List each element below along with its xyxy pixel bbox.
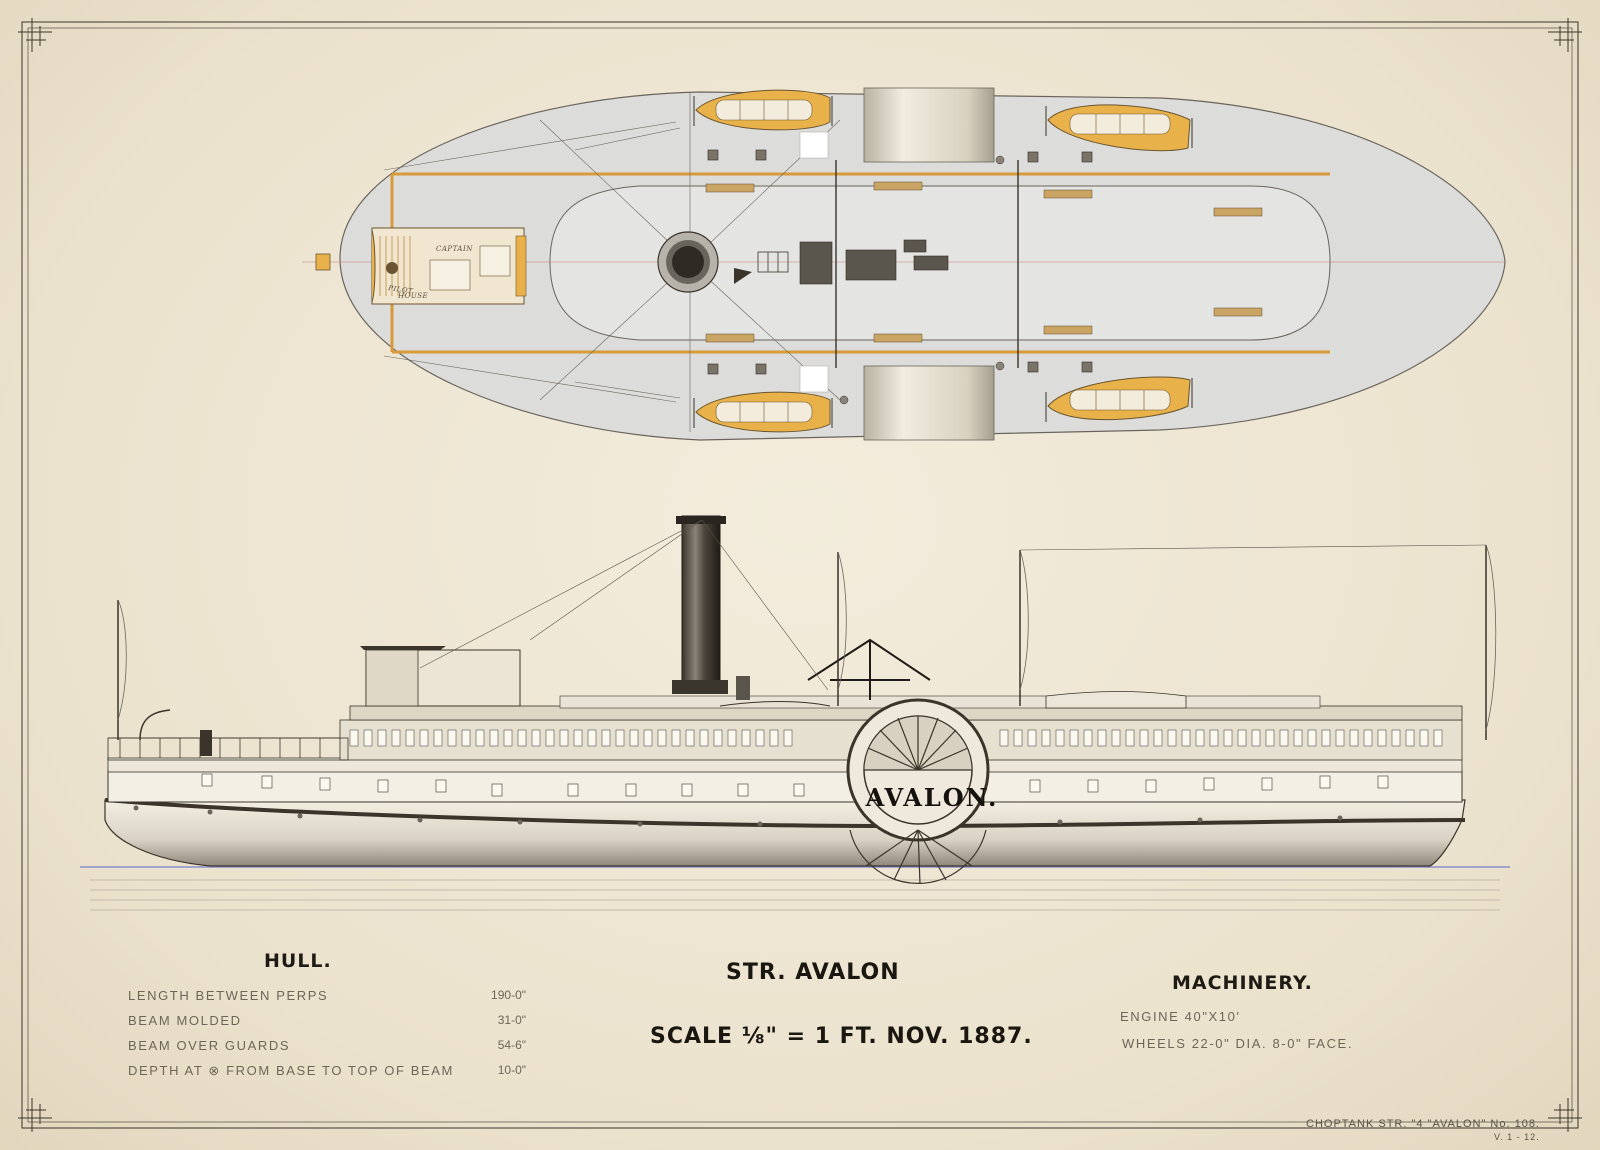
paddle-box [846, 698, 990, 842]
hull-nameplate: AVALON. [865, 783, 999, 812]
label-captain: CAPTAIN [436, 245, 473, 253]
wheelbox-bottom [863, 365, 995, 441]
corner-marks [18, 18, 1582, 1132]
hull-spec-beam-molded-value: 31-0" [497, 1013, 526, 1027]
hull-spec-depth-label: Depth at ⊗ from base to top of beam [128, 1063, 454, 1078]
elevation-view: AVALON. [80, 515, 1510, 911]
pilot-house [371, 227, 527, 305]
drawing-scale-date: SCALE ⅛" = 1 FT. NOV. 1887. [650, 1024, 1033, 1049]
lower-windows [201, 773, 1389, 797]
paddle-wheel [849, 829, 987, 885]
wheelbox-top [863, 87, 995, 163]
catalog-number: CHOPTANK STR. "4 "AVALON" No. 108. [1306, 1118, 1540, 1130]
label-house: HOUSE [397, 292, 428, 300]
hull-heading: HULL. [264, 950, 332, 972]
smokestack [681, 515, 721, 693]
hull-profile [104, 799, 1466, 867]
hull-spec-depth-value: 10-0" [497, 1063, 526, 1077]
machinery-wheels: Wheels 22-0" DIA. 8-0" FACE. [1122, 1036, 1354, 1051]
machinery-engine: Engine 40"X10' [1120, 1009, 1241, 1024]
hull-spec-beam-molded-label: Beam molded [128, 1013, 242, 1028]
hull-spec-beam-guards-value: 54-6" [497, 1038, 526, 1052]
stack-plan [657, 231, 752, 293]
sheet-border [21, 21, 1579, 1129]
plan-view: CAPTAIN PILOT HOUSE [302, 87, 1506, 441]
hull-spec-length-label: Length between perps [128, 988, 329, 1003]
hull-spec-beam-guards-label: Beam over guards [128, 1038, 291, 1053]
hull-spec-length-value: 190-0" [491, 988, 526, 1002]
walking-beam [807, 638, 931, 700]
label-pilot: PILOT [387, 284, 415, 296]
windows-rows [349, 729, 1443, 747]
machinery-heading: MACHINERY. [1172, 972, 1313, 994]
vent-rows [705, 181, 1263, 343]
catalog-volume: V. 1 - 12. [1494, 1132, 1540, 1142]
drawing-title: STR. AVALON [726, 960, 900, 985]
portholes [133, 805, 1343, 827]
